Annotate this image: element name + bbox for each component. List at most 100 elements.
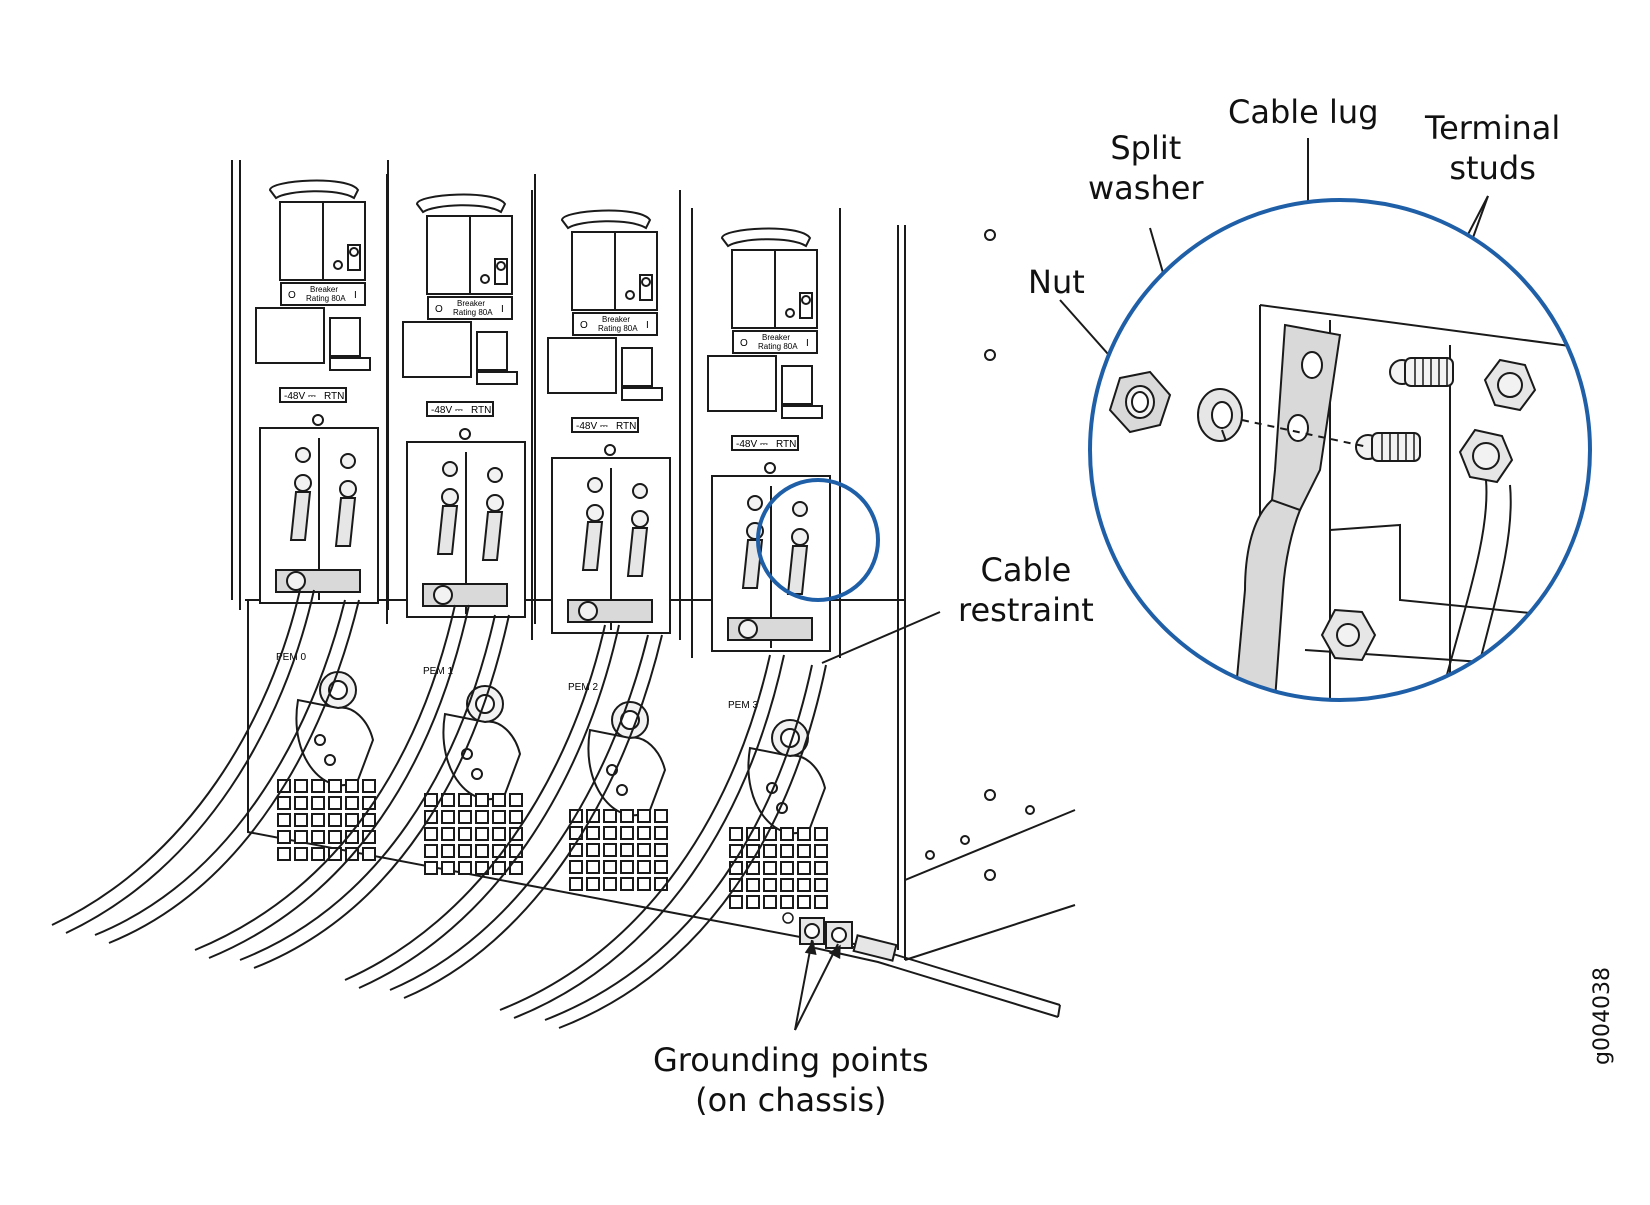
vent-slot bbox=[780, 861, 794, 875]
vent-slot bbox=[654, 860, 668, 874]
vent-slot bbox=[746, 878, 760, 892]
vent-slot bbox=[458, 827, 472, 841]
detail-view-content bbox=[1090, 200, 1590, 700]
vent-slot bbox=[569, 860, 583, 874]
vent-slot bbox=[814, 878, 828, 892]
cable-restraint-screw bbox=[578, 601, 598, 621]
voltage-label: -48V ⎓ bbox=[431, 405, 463, 416]
vent-slot bbox=[814, 827, 828, 841]
vent-slot bbox=[603, 877, 617, 891]
cable-lug bbox=[1233, 323, 1342, 700]
module-name: PEM 0 bbox=[276, 652, 306, 663]
vent-slot bbox=[509, 844, 523, 858]
switch-on-mark: I bbox=[354, 290, 357, 301]
status-screw bbox=[764, 462, 776, 474]
switch-off-mark: O bbox=[580, 320, 588, 331]
vent-slot bbox=[492, 861, 506, 875]
vent-slot bbox=[814, 844, 828, 858]
vent-slot bbox=[763, 895, 777, 909]
vent-slot bbox=[797, 878, 811, 892]
breaker-text: Breaker bbox=[457, 299, 485, 308]
lug-sleeve bbox=[481, 511, 504, 561]
lug-sleeve bbox=[626, 527, 649, 577]
breaker-lever-pivot bbox=[801, 295, 811, 305]
vent-slot bbox=[814, 861, 828, 875]
terminal-nut bbox=[631, 510, 649, 528]
ejector-knob-center bbox=[475, 694, 495, 714]
breaker-rating-text: Rating 80A bbox=[758, 342, 798, 351]
terminal-nut bbox=[747, 495, 763, 511]
terminal-nut bbox=[632, 483, 648, 499]
vent-slot bbox=[328, 813, 342, 827]
module-name: PEM 2 bbox=[568, 682, 598, 693]
status-screw bbox=[312, 414, 324, 426]
vent-slot bbox=[586, 826, 600, 840]
lug-sleeve bbox=[289, 491, 312, 541]
label-split-washer: Split washer bbox=[1088, 129, 1204, 207]
vent-slot bbox=[441, 861, 455, 875]
label-panel-small bbox=[476, 331, 508, 371]
breaker-screw bbox=[785, 308, 795, 318]
installed-nut-lower bbox=[1458, 428, 1514, 484]
vent-slot bbox=[311, 779, 325, 793]
terminal-nut bbox=[487, 467, 503, 483]
label-grounding-points: Grounding points (on chassis) bbox=[653, 1041, 929, 1119]
vent-slot bbox=[603, 809, 617, 823]
vent-slot bbox=[620, 877, 634, 891]
vent-slot bbox=[311, 813, 325, 827]
label-cable-restraint: Cable restraint bbox=[958, 551, 1094, 629]
label-panel bbox=[707, 355, 777, 412]
vent-slot bbox=[637, 860, 651, 874]
ejector-screw bbox=[471, 768, 483, 780]
ejector-plate bbox=[747, 746, 827, 835]
vent-slot bbox=[441, 810, 455, 824]
lower-hex-nut bbox=[1320, 608, 1377, 662]
vent-slot bbox=[729, 827, 743, 841]
vent-slot bbox=[797, 895, 811, 909]
vent-slot bbox=[620, 826, 634, 840]
label-strip bbox=[329, 357, 371, 371]
vent-slot bbox=[311, 796, 325, 810]
vent-slot bbox=[311, 830, 325, 844]
breaker-screw bbox=[480, 274, 490, 284]
vent-slot bbox=[328, 830, 342, 844]
vent-slot bbox=[620, 843, 634, 857]
terminal-nut bbox=[792, 501, 808, 517]
terminal-nut bbox=[339, 480, 357, 498]
breaker-text: Breaker bbox=[310, 285, 338, 294]
lug-sleeve bbox=[581, 521, 604, 571]
lug-sleeve bbox=[786, 545, 809, 595]
switch-off-mark: O bbox=[288, 290, 296, 301]
voltage-label: -48V ⎓ bbox=[576, 421, 608, 432]
breaker-screw bbox=[625, 290, 635, 300]
vent-slot bbox=[294, 847, 308, 861]
vent-slot bbox=[475, 810, 489, 824]
vent-slot bbox=[814, 895, 828, 909]
switch-on-mark: I bbox=[806, 338, 809, 349]
vent-slot bbox=[345, 813, 359, 827]
terminal-nut bbox=[587, 477, 603, 493]
vent-slot bbox=[277, 847, 291, 861]
ejector-plate bbox=[442, 712, 522, 801]
vent-slot bbox=[328, 796, 342, 810]
voltage-label: -48V ⎓ bbox=[284, 391, 316, 402]
module-name: PEM 1 bbox=[423, 666, 453, 677]
terminal-nut bbox=[586, 504, 604, 522]
vent-slot bbox=[509, 793, 523, 807]
vent-slot bbox=[654, 826, 668, 840]
vent-slot bbox=[475, 844, 489, 858]
voltage-label: -48V ⎓ bbox=[736, 439, 768, 450]
status-screw bbox=[604, 444, 616, 456]
vent-slot bbox=[475, 827, 489, 841]
vent-slot bbox=[746, 895, 760, 909]
switch-on-mark: I bbox=[501, 304, 504, 315]
vent-slot bbox=[328, 847, 342, 861]
terminal-nut bbox=[294, 474, 312, 492]
vent-slot bbox=[586, 843, 600, 857]
vent-slot bbox=[345, 779, 359, 793]
vent-slot bbox=[294, 796, 308, 810]
label-panel-small bbox=[329, 317, 361, 357]
terminal-nut bbox=[295, 447, 311, 463]
